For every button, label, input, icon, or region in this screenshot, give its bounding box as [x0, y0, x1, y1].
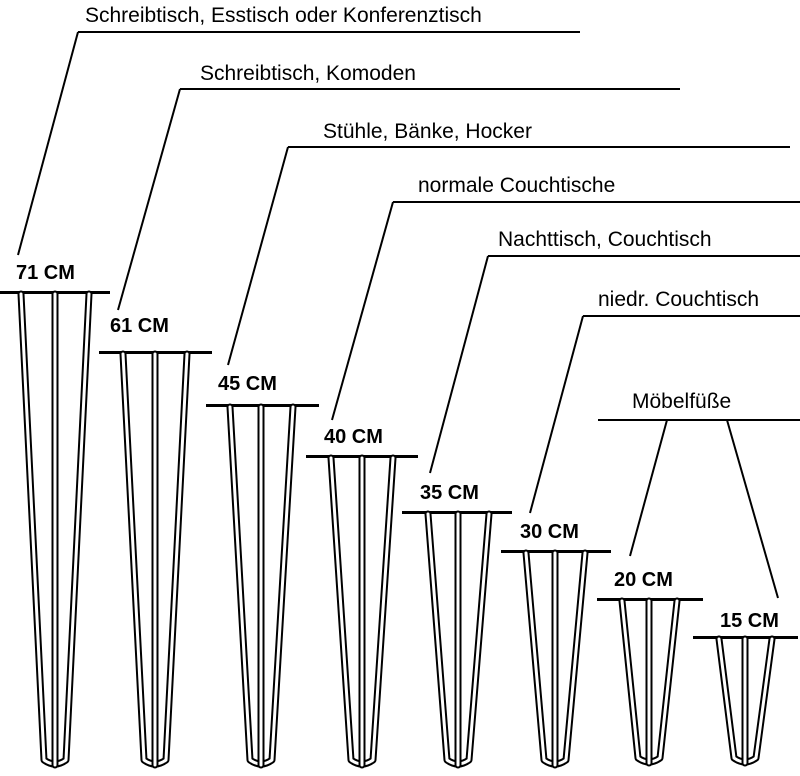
leader-line [429, 255, 489, 474]
hairpin-leg-20cm [597, 597, 703, 767]
category-label-desk-dressers: Schreibtisch, Komoden [200, 62, 416, 85]
hairpin-leg-71cm [0, 290, 110, 769]
category-label-nightstand-coffee-table: Nachttisch, Couchtisch [498, 228, 712, 251]
leader-line [726, 419, 779, 599]
leader-line [331, 201, 394, 421]
hairpin-legs [0, 290, 798, 769]
size-label-15cm: 15 CM [720, 610, 779, 632]
hairpin-leg-35cm [402, 510, 512, 769]
hairpin-leg-40cm [306, 454, 418, 769]
leader-line [17, 31, 79, 256]
hairpin-leg-15cm [693, 635, 798, 767]
size-label-30cm: 30 CM [520, 521, 579, 543]
hairpin-leg-45cm [206, 403, 319, 769]
size-label-35cm: 35 CM [420, 482, 479, 504]
hairpin-leg-61cm [99, 350, 212, 769]
leader-line [629, 419, 668, 557]
category-group: Schreibtisch, Esstisch oder Konferenztis… [17, 4, 800, 599]
category-label-normal-coffee-tables: normale Couchtische [418, 174, 615, 197]
leader-line [117, 88, 181, 311]
leader-line [227, 146, 289, 366]
category-label-low-coffee-table: niedr. Couchtisch [598, 288, 759, 311]
hairpin-leg-30cm [501, 549, 611, 769]
size-label-20cm: 20 CM [614, 569, 673, 591]
size-label-40cm: 40 CM [324, 426, 383, 448]
size-labels: 71 CM 61 CM 45 CM 40 CM 35 CM 30 CM 20 C… [16, 262, 779, 632]
category-label-desk-dining-conference: Schreibtisch, Esstisch oder Konferenztis… [85, 4, 482, 27]
category-label-furniture-feet: Möbelfüße [632, 390, 731, 413]
size-label-45cm: 45 CM [218, 373, 277, 395]
size-label-71cm: 71 CM [16, 262, 75, 284]
size-label-61cm: 61 CM [110, 315, 169, 337]
leader-line [529, 315, 584, 514]
category-label-chairs-benches-stools: Stühle, Bänke, Hocker [323, 120, 532, 143]
